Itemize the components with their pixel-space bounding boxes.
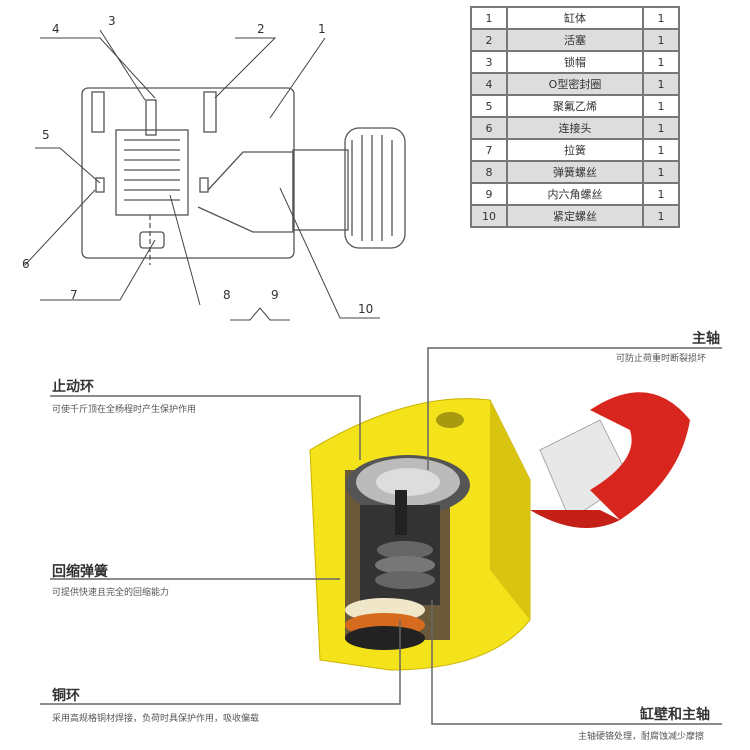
return-spring-desc: 可提供快速且完全的回缩能力 xyxy=(52,588,170,598)
stop-ring-title: 止动环 xyxy=(52,379,94,395)
label-3: 3 xyxy=(108,14,116,28)
part-name: 弹簧螺丝 xyxy=(506,160,644,184)
wall-shaft-title: 缸壁和主轴 xyxy=(640,707,710,723)
part-qty: 1 xyxy=(642,6,680,30)
part-qty: 1 xyxy=(642,72,680,96)
part-number: 10 xyxy=(470,204,508,228)
label-1: 1 xyxy=(318,22,326,36)
label-6: 6 xyxy=(22,257,30,271)
main-shaft-desc: 可防止荷重时断裂损坏 xyxy=(616,354,707,364)
part-number: 9 xyxy=(470,182,508,206)
part-number: 4 xyxy=(470,72,508,96)
part-number: 3 xyxy=(470,50,508,74)
cross-section-drawing xyxy=(24,29,406,321)
part-qty: 1 xyxy=(642,204,680,228)
copper-ring-title: 铜环 xyxy=(52,688,80,704)
wall-shaft-desc: 主轴硬铬处理，耐腐蚀减少摩擦 xyxy=(578,732,705,742)
part-qty: 1 xyxy=(642,50,680,74)
part-qty: 1 xyxy=(642,94,680,118)
cylinder-body xyxy=(81,87,295,259)
spring xyxy=(124,139,180,201)
part-qty: 1 xyxy=(642,138,680,162)
label-2: 2 xyxy=(257,22,265,36)
part-qty: 1 xyxy=(642,116,680,140)
part-name: O型密封圈 xyxy=(506,72,644,96)
part-name: 锁帽 xyxy=(506,50,644,74)
piston xyxy=(115,129,189,216)
connector-nut xyxy=(344,127,406,249)
part-name: 内六角螺丝 xyxy=(506,182,644,206)
part-qty: 1 xyxy=(642,182,680,206)
part-number: 5 xyxy=(470,94,508,118)
jack-cutaway-illustration xyxy=(309,392,690,671)
part-qty: 1 xyxy=(642,28,680,52)
part-name: 拉簧 xyxy=(506,138,644,162)
label-9: 9 xyxy=(271,288,279,302)
part-qty: 1 xyxy=(642,160,680,184)
part-number: 8 xyxy=(470,160,508,184)
part-number: 2 xyxy=(470,28,508,52)
part-name: 活塞 xyxy=(506,28,644,52)
copper-ring-desc: 采用高规格铜材焊接，负荷时具保护作用，吸收偏载 xyxy=(52,714,260,724)
part-name: 连接头 xyxy=(506,116,644,140)
part-name: 缸体 xyxy=(506,6,644,30)
main-shaft-title: 主轴 xyxy=(692,331,720,347)
label-7: 7 xyxy=(70,288,78,302)
label-4: 4 xyxy=(52,22,60,36)
part-number: 6 xyxy=(470,116,508,140)
label-8: 8 xyxy=(223,288,231,302)
part-name: 聚氟乙烯 xyxy=(506,94,644,118)
stop-ring-desc: 可使千斤顶在全杨程时产生保护作用 xyxy=(52,405,197,415)
part-number: 1 xyxy=(470,6,508,30)
label-5: 5 xyxy=(42,128,50,142)
part-name: 紧定螺丝 xyxy=(506,204,644,228)
part-number: 7 xyxy=(470,138,508,162)
label-10: 10 xyxy=(358,302,374,316)
return-spring-title: 回缩弹簧 xyxy=(52,564,108,580)
